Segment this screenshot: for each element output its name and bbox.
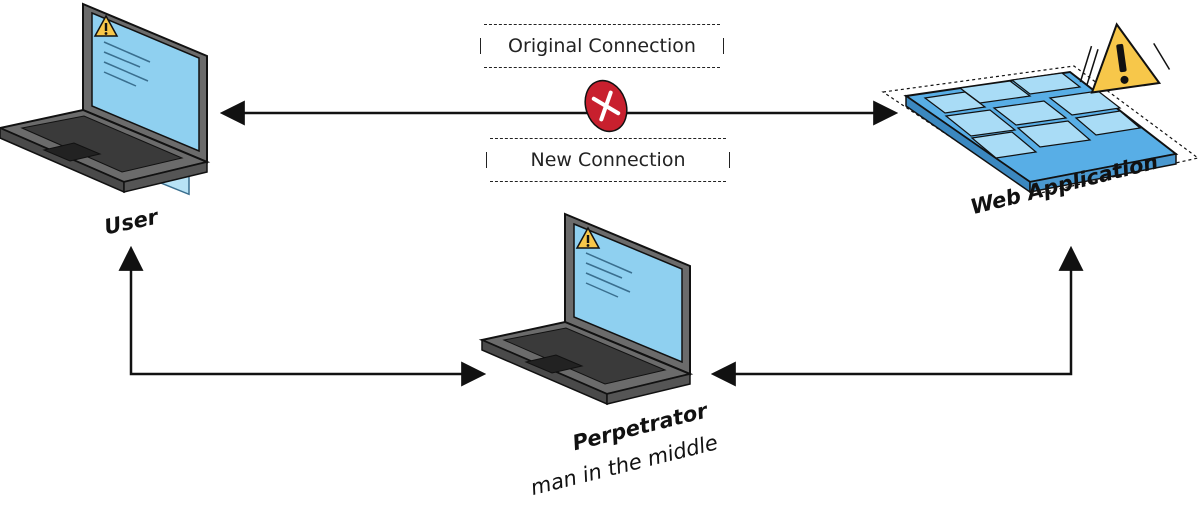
original-connection-box: Original Connection bbox=[480, 24, 724, 68]
perpetrator-laptop bbox=[478, 212, 694, 406]
user-perpetrator-arrow bbox=[118, 245, 487, 387]
perpetrator-webapp-arrow bbox=[710, 245, 1084, 387]
blocked-x-icon bbox=[584, 79, 628, 133]
warning-icon bbox=[575, 226, 601, 249]
original-connection-label: Original Connection bbox=[508, 35, 696, 57]
user-laptop bbox=[0, 2, 211, 196]
warning-icon bbox=[93, 14, 119, 37]
web-application-panel bbox=[881, 65, 1200, 195]
new-connection-label: New Connection bbox=[530, 149, 686, 171]
warning-icon bbox=[1079, 22, 1171, 94]
new-connection-box: New Connection bbox=[486, 138, 730, 182]
